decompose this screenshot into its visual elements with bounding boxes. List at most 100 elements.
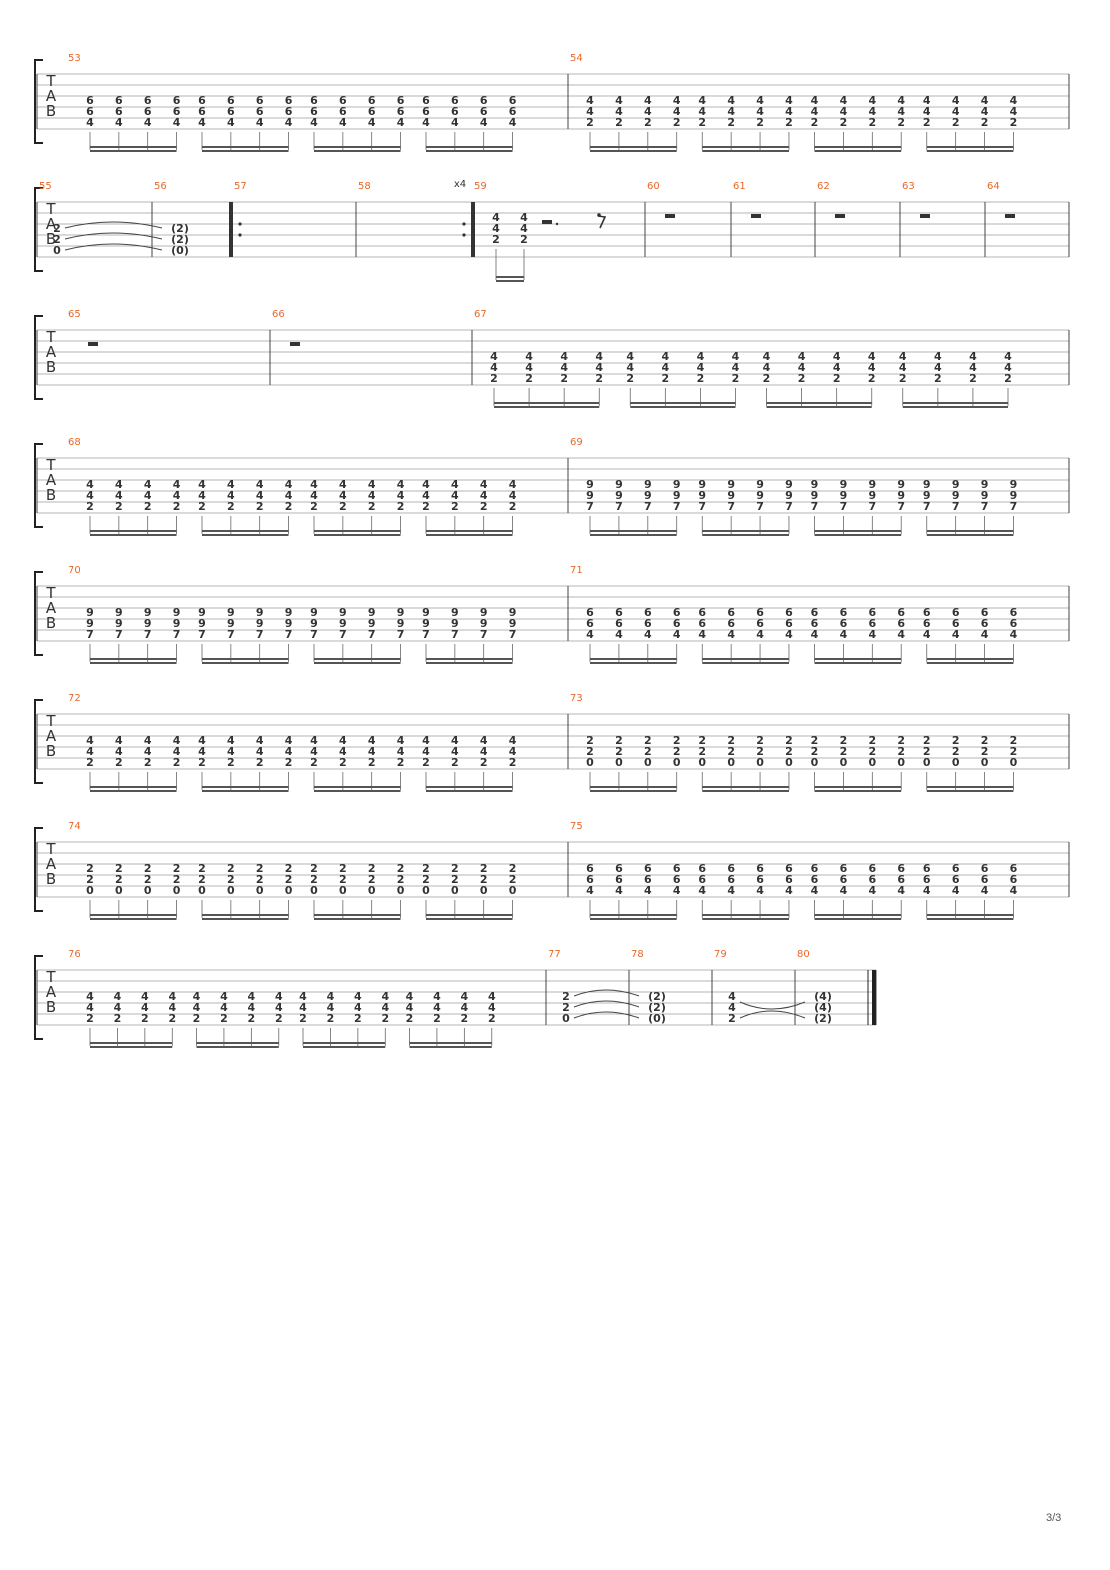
beam (902, 402, 1009, 404)
fret-number: 7 (310, 628, 318, 641)
fret-number: 7 (785, 500, 793, 513)
tab-clef-letter: B (46, 614, 56, 632)
beam (590, 150, 677, 152)
beam (303, 1046, 386, 1048)
fret-number: 4 (644, 628, 652, 641)
repeat-dot (462, 222, 466, 226)
fret-number: 4 (422, 734, 430, 747)
fret-number: 6 (586, 862, 594, 875)
fret-number: 4 (586, 105, 594, 118)
beam (814, 146, 902, 148)
fret-number: 4 (644, 884, 652, 897)
beam (926, 662, 1014, 664)
fret-number: 0 (785, 756, 793, 769)
measure-number: 75 (570, 821, 583, 832)
fret-number: 4 (923, 884, 931, 897)
fret-number: 4 (86, 1001, 94, 1014)
fret-number: 2 (397, 862, 405, 875)
fret-number: 2 (86, 873, 94, 886)
fret-number: 4 (586, 94, 594, 107)
fret-number: 2 (173, 756, 181, 769)
fret-number: 2 (509, 756, 517, 769)
eighth-rest (597, 215, 607, 229)
fret-number: 2 (198, 500, 206, 513)
beam (926, 786, 1014, 788)
beam (314, 790, 401, 792)
tab-clef-letter: T (45, 72, 56, 90)
fret-number: 6 (451, 94, 459, 107)
measure-number: 60 (647, 181, 660, 192)
fret-number: 7 (615, 500, 623, 513)
fret-number: 6 (615, 862, 623, 875)
fret-number: 4 (227, 734, 235, 747)
system-bracket (34, 315, 43, 400)
fret-number: 9 (144, 606, 152, 619)
fret-number: 9 (115, 617, 123, 630)
fret-number: 4 (86, 489, 94, 502)
half-rest (542, 220, 552, 224)
fret-number: 2 (492, 233, 500, 246)
fret-number: 2 (785, 116, 793, 129)
fret-number: 6 (1010, 617, 1018, 630)
fret-number: 7 (952, 500, 960, 513)
fret-number: 0 (868, 756, 876, 769)
fret-number-tied: (0) (648, 1012, 666, 1025)
fret-number: 9 (952, 489, 960, 502)
fret-number: 0 (397, 884, 405, 897)
fret-number: 2 (368, 756, 376, 769)
fret-number: 4 (868, 884, 876, 897)
fret-number: 4 (981, 94, 989, 107)
fret-number: 2 (86, 500, 94, 513)
fret-number: 6 (811, 606, 819, 619)
fret-number: 6 (897, 862, 905, 875)
beam (590, 662, 677, 664)
fret-number: 2 (562, 990, 570, 1003)
fret-number: 9 (673, 478, 681, 491)
whole-rest (665, 214, 675, 218)
fret-number: 4 (193, 990, 201, 1003)
fret-number: 2 (673, 745, 681, 758)
fret-number: 2 (397, 756, 405, 769)
fret-number: 6 (115, 105, 123, 118)
fret-number: 6 (615, 617, 623, 630)
fret-number: 0 (173, 884, 181, 897)
fret-number: 4 (381, 990, 389, 1003)
fret-number: 4 (492, 211, 500, 224)
fret-number-tied: (2) (171, 233, 189, 246)
fret-number: 4 (897, 884, 905, 897)
fret-number: 4 (397, 489, 405, 502)
fret-number: 4 (114, 990, 122, 1003)
fret-number: 2 (1010, 116, 1018, 129)
tab-clef-letter: A (46, 87, 57, 105)
fret-number: 2 (615, 734, 623, 747)
fret-number: 0 (310, 884, 318, 897)
fret-number-tied: (0) (171, 244, 189, 257)
beam (426, 662, 513, 664)
fret-number: 9 (310, 617, 318, 630)
fret-number: 4 (461, 1001, 469, 1014)
beam (202, 786, 289, 788)
fret-number: 4 (897, 105, 905, 118)
fret-number: 4 (897, 628, 905, 641)
fret-number: 2 (897, 116, 905, 129)
fret-number: 6 (952, 862, 960, 875)
beam (926, 150, 1014, 152)
beam (426, 790, 513, 792)
fret-number: 6 (115, 94, 123, 107)
measure-number: 53 (68, 53, 81, 64)
fret-number: 4 (248, 1001, 256, 1014)
beam (90, 658, 177, 660)
fret-number: 7 (586, 500, 594, 513)
beam (814, 530, 902, 532)
fret-number: 2 (115, 873, 123, 886)
fret-number: 9 (840, 478, 848, 491)
fret-number: 2 (198, 756, 206, 769)
beam (314, 914, 401, 916)
fret-number: 4 (397, 478, 405, 491)
fret-number: 2 (785, 734, 793, 747)
fret-number: 4 (673, 628, 681, 641)
fret-number: 4 (1010, 628, 1018, 641)
measure-number: 74 (68, 821, 81, 832)
fret-number: 4 (115, 734, 123, 747)
fret-number: 4 (173, 734, 181, 747)
